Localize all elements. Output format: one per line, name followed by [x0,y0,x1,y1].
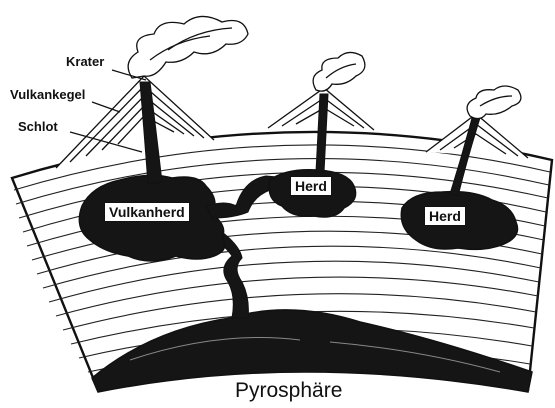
smoke-plume-left [128,16,248,78]
smoke-plume-middle [313,52,365,91]
label-schlot: Schlot [18,120,58,133]
label-vulkanherd: Vulkanherd [104,202,190,222]
label-pyrosphaere: Pyrosphäre [232,380,345,401]
label-vulkankegel: Vulkankegel [10,88,85,101]
smoke-plume-right [467,86,521,119]
label-herd-right: Herd [424,206,466,226]
label-herd-middle: Herd [290,176,332,196]
label-krater: Krater [66,55,104,68]
